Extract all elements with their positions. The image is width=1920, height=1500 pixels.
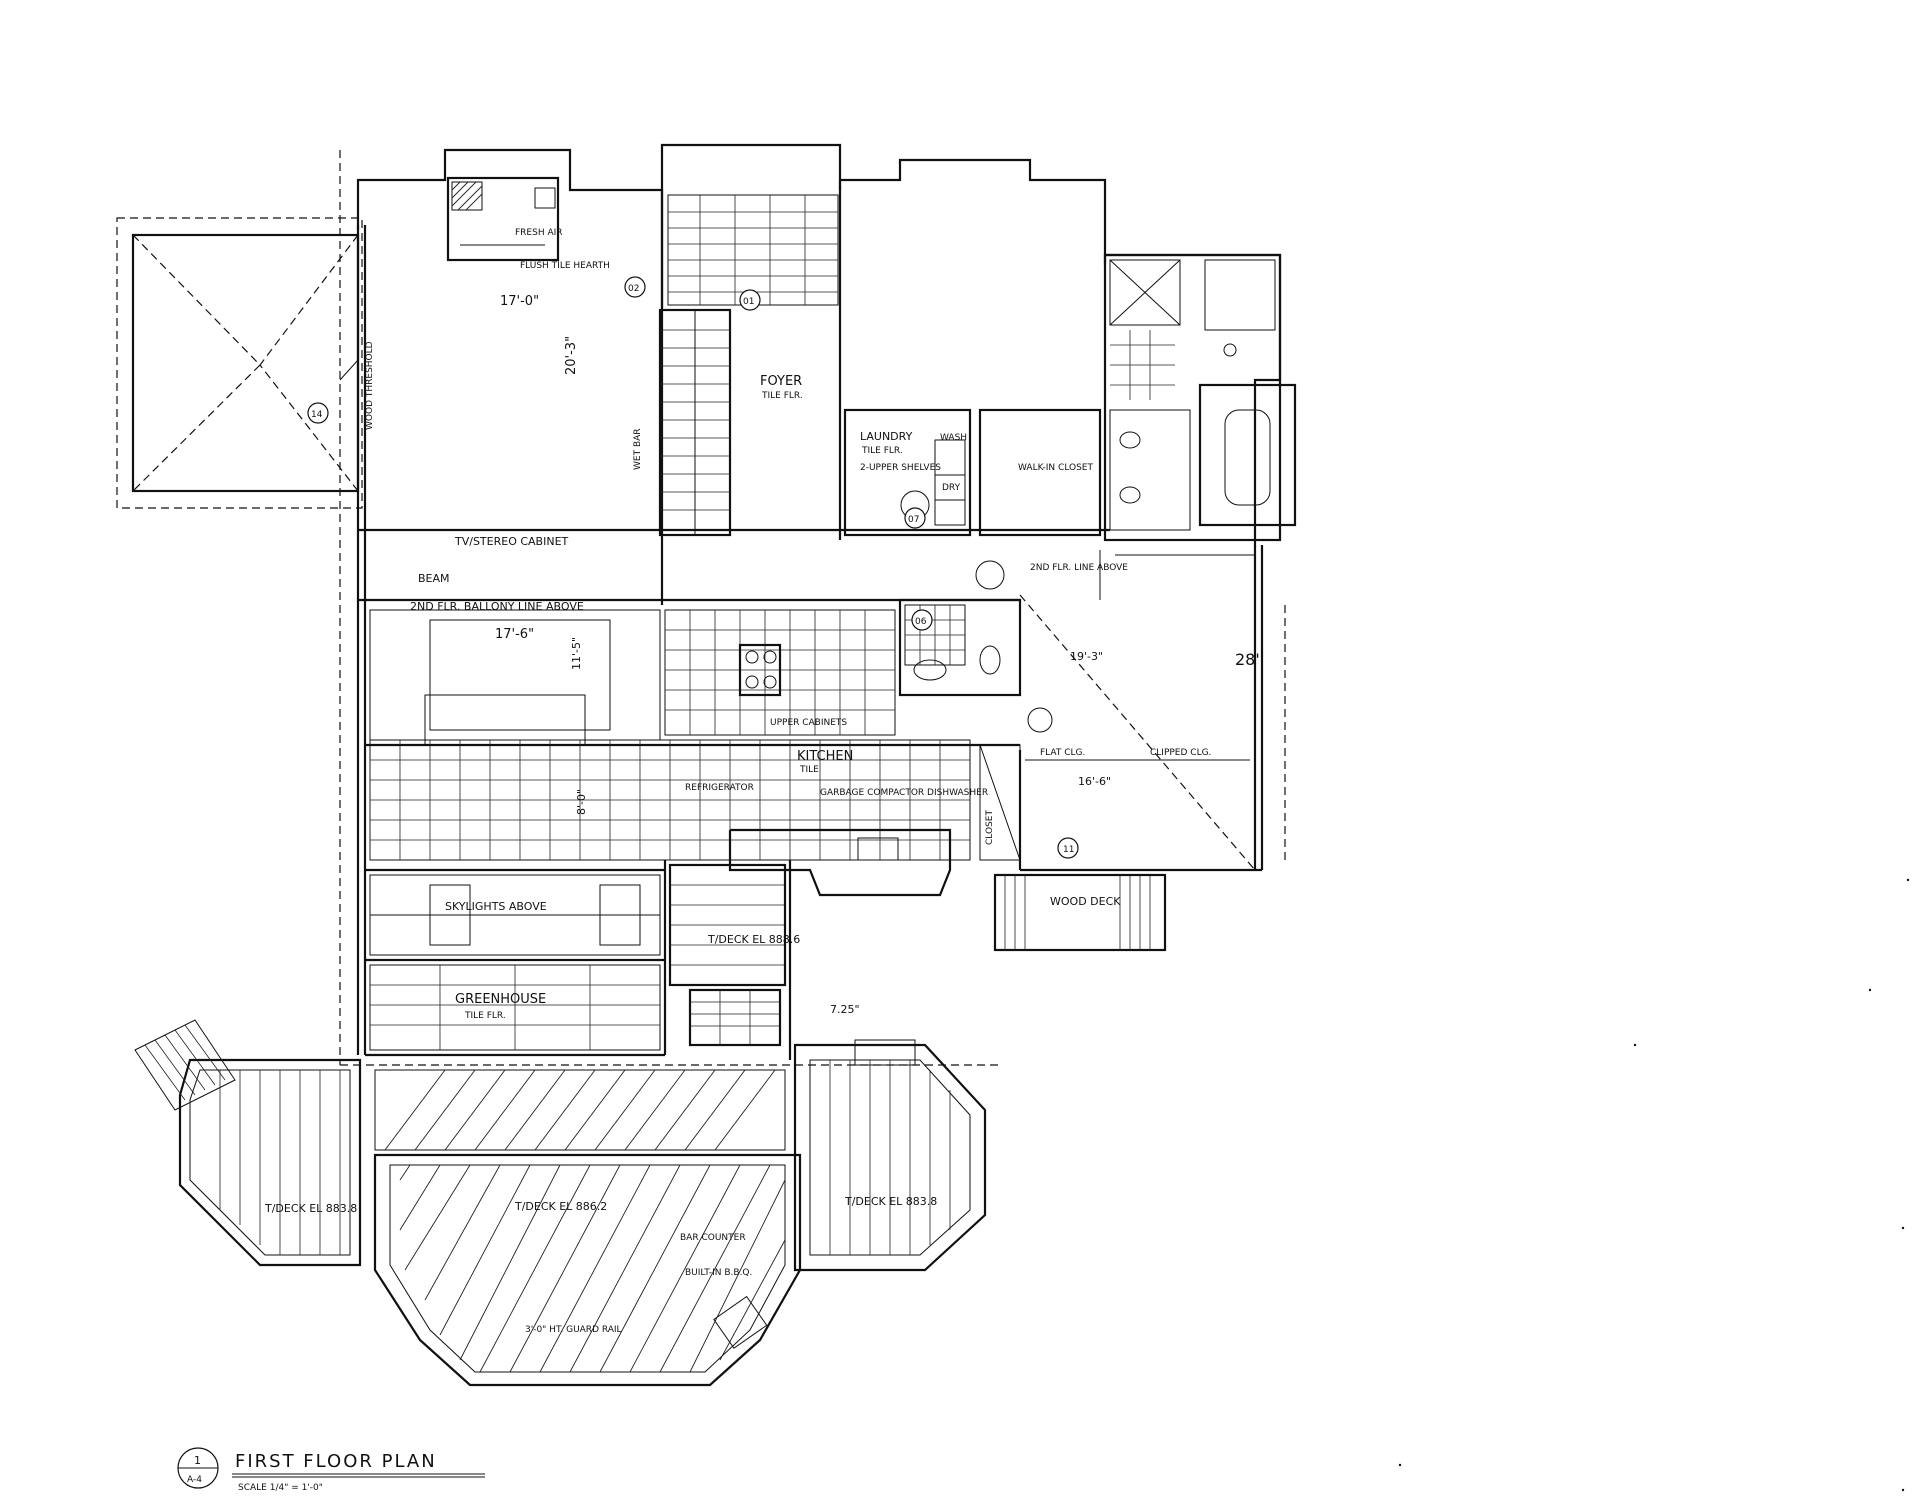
garage-front: 16'-6" [1078, 775, 1111, 788]
sheet-number: A-4 [187, 1475, 202, 1485]
floor-elevation: T/DECK EL 888.6 [707, 933, 800, 946]
guard-rail-note: 3'-0" HT. GUARD RAIL [525, 1325, 622, 1335]
wash-label: WASH [940, 433, 967, 443]
kitchen-tile-grid [369, 609, 971, 897]
garage-width: 19'-3" [1070, 650, 1103, 663]
wood-deck-small: WOOD DECK [993, 873, 1167, 952]
garbage-dishwasher-label: GARBAGE COMPACTOR DISHWASHER [820, 788, 988, 798]
fireplace: FRESH AIR FLUSH TILE HEARTH [446, 176, 610, 271]
foyer-floor: TILE FLR. [761, 391, 803, 401]
title-block: 1 A-4 FIRST FLOOR PLAN SCALE 1/4" = 1'-0… [177, 1447, 485, 1493]
refrigerator-label: REFRIGERATOR [685, 783, 754, 793]
great-room-width: 17'-0" [500, 294, 539, 309]
upper-shelves-note: 2-UPPER SHELVES [860, 463, 941, 473]
garage: 28' 19'-3" 16'-6" FLAT CLG. CLIPPED CLG.… [975, 550, 1260, 871]
wood-deck-label: WOOD DECK [1050, 895, 1121, 908]
deck-left-elevation: T/DECK EL 883.8 [264, 1202, 357, 1215]
greenhouse-label: GREENHOUSE [455, 992, 546, 1007]
master-bath [1103, 253, 1297, 542]
kitchen-label: KITCHEN [797, 749, 853, 764]
tags: 14 11 01 02 07 06 [307, 276, 1079, 859]
tv-cabinet-note: TV/STEREO CABINET [454, 535, 569, 548]
laundry-label: LAUNDRY [860, 430, 913, 443]
skylights-note: SKYLIGHTS ABOVE [445, 900, 547, 913]
laundry-block: LAUNDRY TILE FLR. WASH DRY 2-UPPER SHELV… [843, 408, 1102, 537]
upper-cabinets-label: UPPER CABINETS [770, 718, 847, 728]
margin-marks [1398, 878, 1910, 1492]
plan-title: FIRST FLOOR PLAN [235, 1451, 437, 1472]
closet-label: CLOSET [985, 810, 995, 845]
plan-scale: SCALE 1/4" = 1'-0" [238, 1483, 323, 1493]
second-floor-line: 2ND FLR. LINE ABOVE [1030, 563, 1128, 573]
wood-threshold-note: WOOD THRESHOLD [365, 341, 375, 430]
kitchen-depth: 8'-0" [575, 789, 588, 815]
tag-11: 11 [1063, 845, 1074, 855]
stair-riser: 7.25" [830, 1003, 860, 1016]
greenhouse: SKYLIGHTS ABOVE GREENHOUSE TILE FLR. [369, 874, 661, 1051]
greenhouse-floor: TILE FLR. [464, 1011, 506, 1021]
kitchen-floor: TILE [799, 765, 819, 775]
detail-number: 1 [194, 1454, 201, 1467]
dining-width: 17'-6" [495, 627, 534, 642]
dining-depth: 11'-5" [570, 637, 583, 670]
fresh-air-note: FRESH AIR [515, 228, 563, 238]
dining-grid [369, 609, 661, 860]
clipped-clg-note: CLIPPED CLG. [1150, 748, 1211, 758]
tag-14: 14 [311, 410, 323, 420]
hearth-note: FLUSH TILE HEARTH [520, 261, 610, 271]
labels: FOYER TILE FLR. KITCHEN TILE REFRIGERATO… [264, 294, 988, 1335]
flat-clg-note: FLAT CLG. [1040, 748, 1085, 758]
garage-depth: 28' [1235, 650, 1260, 669]
main-stair [658, 308, 732, 537]
tag-07: 07 [908, 515, 919, 525]
wet-bar-note: WET BAR [633, 428, 643, 470]
deck-center-elevation: T/DECK EL 886.2 [514, 1200, 607, 1213]
left-wing [116, 217, 363, 509]
deck-right-elevation: T/DECK EL 883.8 [844, 1195, 937, 1208]
tag-02: 02 [628, 284, 639, 294]
tag-01: 01 [743, 297, 754, 307]
center-stair [668, 863, 787, 1047]
bar-counter-note: BAR COUNTER [680, 1233, 746, 1243]
dry-label: DRY [942, 483, 961, 493]
ballony-line-note: 2ND FLR. BALLONY LINE ABOVE [410, 600, 584, 613]
beam-note: BEAM [418, 572, 450, 585]
tag-06: 06 [915, 617, 927, 627]
upper-stair [667, 194, 839, 306]
walk-in-closet-label: WALK-IN CLOSET [1018, 463, 1093, 473]
bbq-note: BUILT-IN B.B.Q. [685, 1268, 752, 1278]
decks [134, 1019, 987, 1387]
foyer-label: FOYER [760, 374, 802, 389]
great-room-depth: 20'-3" [564, 336, 579, 375]
laundry-floor: TILE FLR. [861, 446, 903, 456]
